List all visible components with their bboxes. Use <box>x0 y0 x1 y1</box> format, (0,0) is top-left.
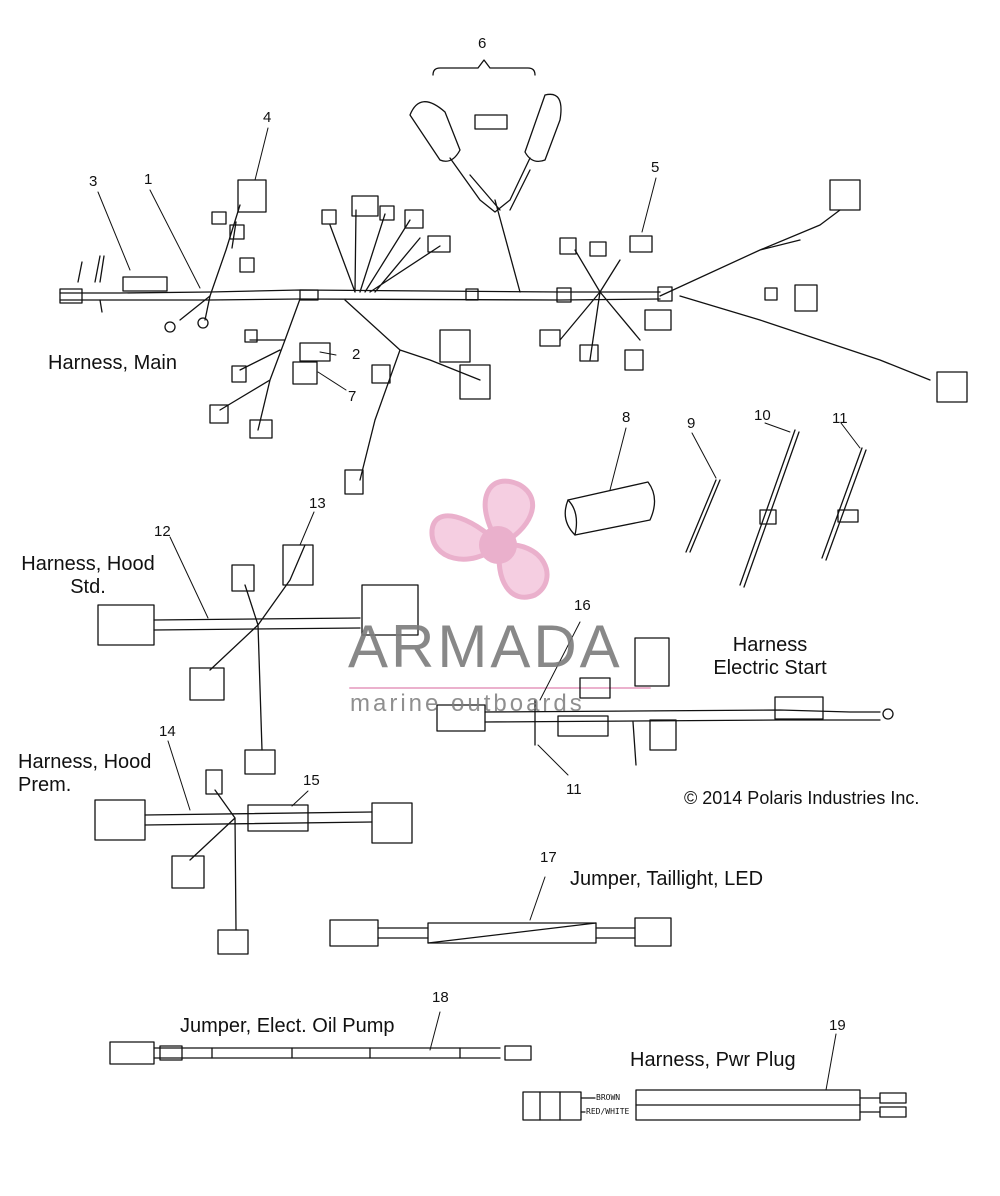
label-harness-main: Harness, Main <box>48 352 177 374</box>
callout-9: 9 <box>687 415 696 432</box>
callout-18: 18 <box>432 989 449 1006</box>
jumper-oil-pump <box>109 1041 532 1065</box>
callout-19: 19 <box>829 1017 846 1034</box>
callout-12: 12 <box>154 523 171 540</box>
harness-hood-prem <box>94 769 413 955</box>
watermark-logo-icon <box>349 478 651 689</box>
callout-16: 16 <box>574 597 591 614</box>
watermark-tagline: marine outboards <box>350 690 585 717</box>
label-jumper-taillight: Jumper, Taillight, LED <box>570 868 764 890</box>
label-jumper-oil-pump: Jumper, Elect. Oil Pump <box>180 1015 395 1037</box>
callout-15: 15 <box>303 772 320 789</box>
harness-pwr-plug <box>522 1089 907 1121</box>
item-6-capsules <box>409 59 562 213</box>
jumper-taillight <box>329 917 672 947</box>
callout-11-electric-start: 11 <box>566 781 582 798</box>
callout-5: 5 <box>651 159 660 176</box>
item-11-clip <box>821 447 867 561</box>
callout-4: 4 <box>263 109 272 126</box>
callout-7: 7 <box>348 388 357 405</box>
copyright-notice: © 2014 Polaris Industries Inc. <box>684 788 920 808</box>
item-8-sleeve <box>564 481 656 536</box>
callout-3: 3 <box>89 173 98 190</box>
callout-14: 14 <box>159 723 176 740</box>
leader-lines <box>97 127 861 1091</box>
callout-1: 1 <box>144 171 153 188</box>
callout-2: 2 <box>352 346 361 363</box>
item-9-tie <box>685 479 721 553</box>
label-harness-pwr-plug: Harness, Pwr Plug <box>630 1049 796 1071</box>
callout-8: 8 <box>622 409 631 426</box>
harness-main-trunk <box>59 169 968 495</box>
harness-electric-start <box>436 637 894 766</box>
callout-11-clip: 11 <box>832 410 848 427</box>
watermark-wordmark: ARMADA <box>348 613 623 680</box>
label-harness-hood-prem: Harness, Hood Prem. <box>18 751 152 796</box>
callout-10: 10 <box>754 407 771 424</box>
label-harness-hood-std: Harness, Hood Std. <box>21 553 155 598</box>
wire-tag-red-white: RED/WHITE <box>586 1107 630 1116</box>
item-10-tie <box>739 429 800 588</box>
callout-6: 6 <box>478 35 487 52</box>
wire-tag-brown: BROWN <box>596 1093 621 1102</box>
label-harness-electric-start: Harness Electric Start <box>713 634 827 679</box>
callout-13: 13 <box>309 495 326 512</box>
callout-17: 17 <box>540 849 557 866</box>
harness-hood-std <box>97 544 419 775</box>
